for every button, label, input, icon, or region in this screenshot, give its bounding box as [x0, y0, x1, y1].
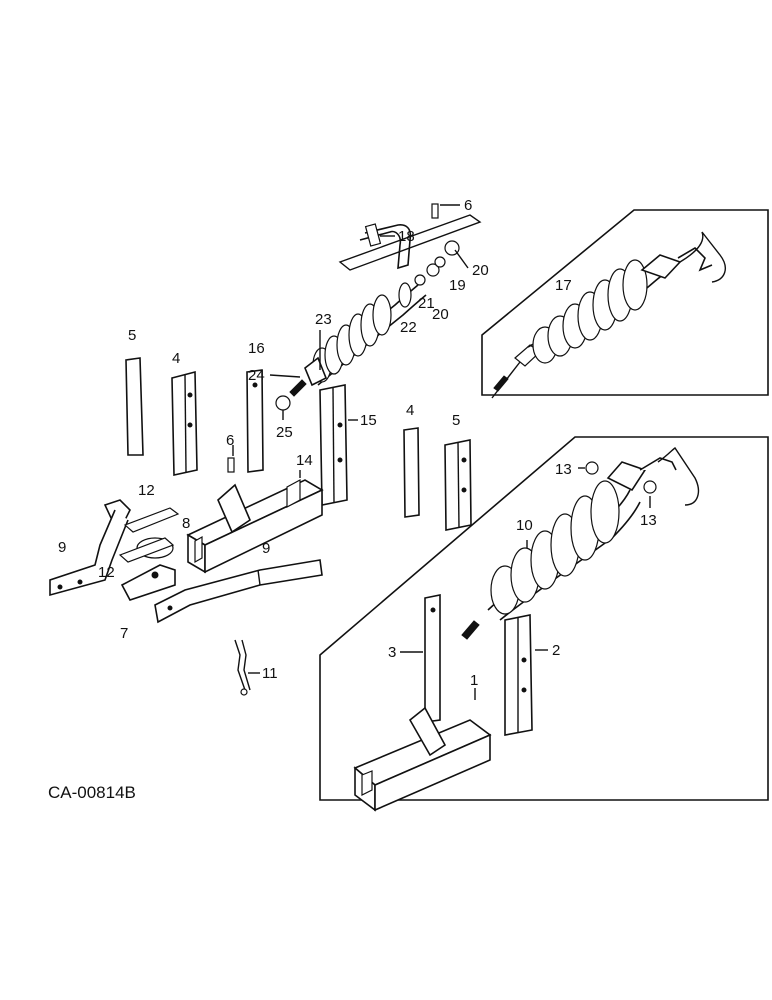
inset-frame-lower	[319, 436, 769, 801]
spring-assembly-main	[275, 203, 482, 411]
nut-13b-icon	[643, 480, 657, 494]
callout-4b: 4	[406, 402, 414, 419]
callout-22: 22	[400, 319, 417, 336]
callout-24: 24	[248, 367, 265, 384]
callout-20b: 20	[432, 306, 449, 323]
nut-25-icon	[275, 395, 291, 411]
callout-13a: 13	[555, 461, 572, 478]
callout-8: 8	[182, 515, 190, 532]
callout-10: 10	[516, 517, 533, 534]
callouts: 1 2 3 4 4 5 5 6 6 7 8 9 9 10 11 12 12 13…	[58, 197, 657, 689]
callout-17: 17	[555, 277, 572, 294]
callout-9a: 9	[58, 539, 66, 556]
inset-frame-upper	[481, 209, 769, 396]
callout-25: 25	[276, 424, 293, 441]
callout-13b: 13	[640, 512, 657, 529]
callout-19: 19	[449, 277, 466, 294]
left-parts	[49, 499, 323, 696]
callout-1: 1	[470, 672, 478, 689]
drawing-code: CA-00814B	[48, 783, 136, 802]
callout-21: 21	[418, 295, 435, 312]
spring-assembly-upper	[491, 231, 726, 399]
callout-12a: 12	[138, 482, 155, 499]
callout-6b: 6	[464, 197, 472, 214]
nut-13a-icon	[585, 461, 599, 475]
leader-lines	[232, 204, 651, 700]
callout-5a: 5	[128, 327, 136, 344]
callout-18: 18	[398, 228, 415, 245]
callout-5b: 5	[452, 412, 460, 429]
callout-2: 2	[552, 642, 560, 659]
callout-7: 7	[120, 625, 128, 642]
callout-9b: 9	[262, 540, 270, 557]
callout-16: 16	[248, 340, 265, 357]
callout-4a: 4	[172, 350, 180, 367]
spring-assembly-lower	[353, 447, 700, 812]
callout-15: 15	[360, 412, 377, 429]
callout-3: 3	[388, 644, 396, 661]
callout-6a: 6	[226, 432, 234, 449]
brackets	[125, 357, 472, 531]
frame-tube-main	[186, 457, 324, 574]
callout-14: 14	[296, 452, 313, 469]
callout-11: 11	[262, 665, 278, 682]
callout-23: 23	[315, 311, 332, 328]
callout-12b: 12	[98, 564, 115, 581]
callout-20a: 20	[472, 262, 489, 279]
